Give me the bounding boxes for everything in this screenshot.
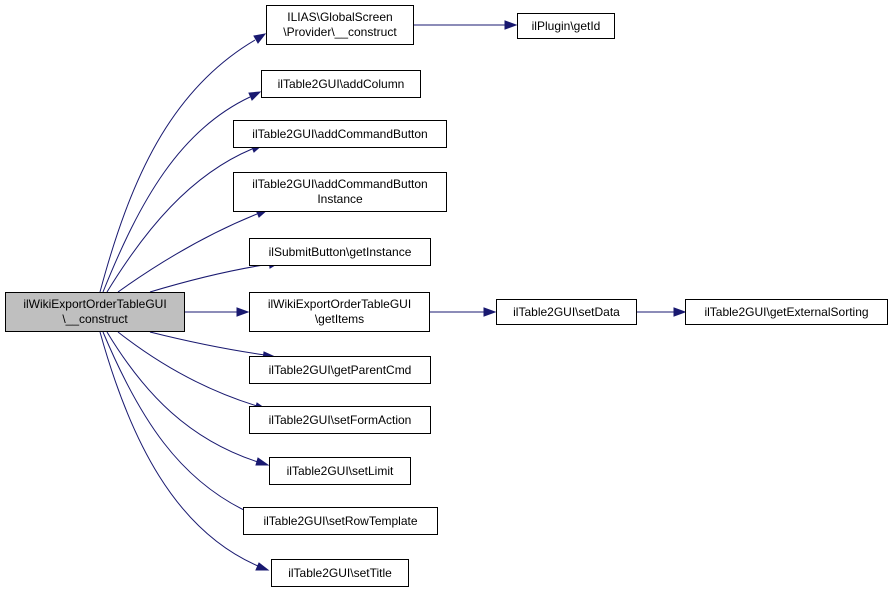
node-set-form-action[interactable]: ilTable2GUI\setFormAction — [249, 406, 431, 434]
edge-root-to-get-items — [185, 307, 250, 317]
node-set-title[interactable]: ilTable2GUI\setTitle — [271, 559, 409, 587]
node-get-items[interactable]: ilWikiExportOrderTableGUI \getItems — [249, 292, 430, 332]
node-add-column[interactable]: ilTable2GUI\addColumn — [261, 70, 421, 98]
edge-root-to-set-title — [99, 331, 270, 571]
node-get-external-sorting[interactable]: ilTable2GUI\getExternalSorting — [685, 299, 888, 325]
node-plugin-getid[interactable]: ilPlugin\getId — [517, 13, 615, 39]
edge-get-items-to-set-data — [430, 307, 497, 317]
node-get-parent-cmd[interactable]: ilTable2GUI\getParentCmd — [249, 356, 431, 384]
edge-root-to-provider-construct — [99, 33, 267, 293]
edge-root-to-set-form-action — [117, 331, 269, 411]
node-add-command-button[interactable]: ilTable2GUI\addCommandButton — [233, 120, 447, 148]
node-set-limit[interactable]: ilTable2GUI\setLimit — [269, 457, 411, 485]
edge-provider-construct-to-plugin-getid — [414, 20, 518, 30]
node-submit-get-instance[interactable]: ilSubmitButton\getInstance — [249, 238, 431, 266]
edge-root-to-set-limit — [106, 331, 270, 466]
node-add-command-button-instance[interactable]: ilTable2GUI\addCommandButton Instance — [233, 172, 447, 212]
edge-root-to-add-column — [102, 91, 262, 293]
edge-root-to-set-row-template — [102, 331, 260, 517]
node-root[interactable]: ilWikiExportOrderTableGUI \__construct — [5, 292, 185, 332]
node-provider-construct[interactable]: ILIAS\GlobalScreen \Provider\__construct — [266, 5, 414, 45]
node-set-data[interactable]: ilTable2GUI\setData — [496, 299, 637, 325]
edge-set-data-to-get-external-sorting — [637, 307, 687, 317]
node-set-row-template[interactable]: ilTable2GUI\setRowTemplate — [243, 507, 438, 535]
